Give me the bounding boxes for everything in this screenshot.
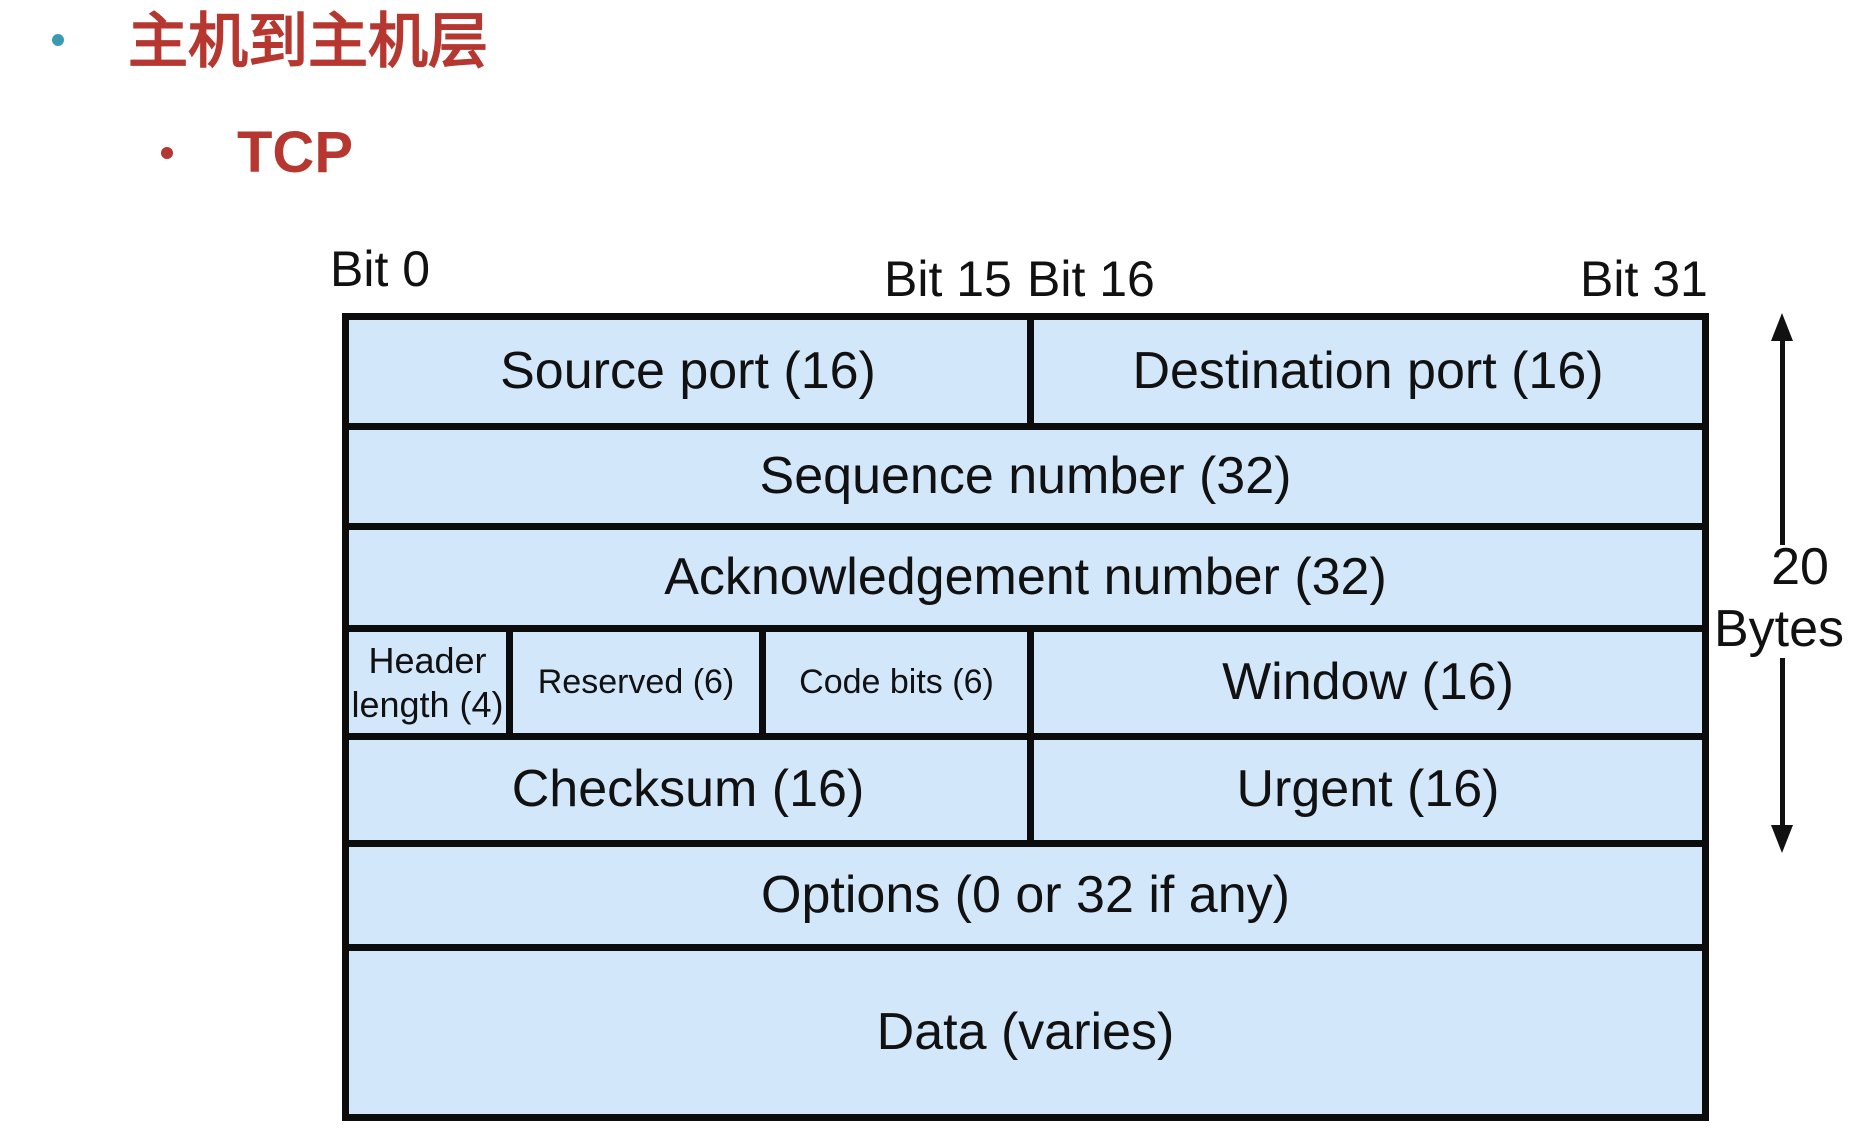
header-size-unit: Bytes [1714,600,1845,658]
source-port-field: Source port (16) [349,320,1027,423]
header-size-indicator: 20 Bytes [1710,313,1859,853]
arrow-line-top [1780,335,1785,545]
bit-0-label: Bit 0 [330,241,431,297]
options-field: Options (0 or 32 if any) [349,847,1702,944]
destination-port-field: Destination port (16) [1034,320,1702,423]
sequence-number-field: Sequence number (32) [349,430,1702,523]
data-field: Data (varies) [349,951,1702,1114]
reserved-label: Reserved (6) [537,662,735,701]
acknowledgement-number-field: Acknowledgement number (32) [349,530,1702,625]
bit-15-label: Bit 15 [884,251,1012,307]
source-port-label: Source port (16) [500,341,876,400]
header-length-field: Header length (4) [349,632,506,733]
urgent-label: Urgent (16) [1236,760,1500,819]
code-bits-label: Code bits (6) [799,662,994,701]
destination-port-label: Destination port (16) [1132,341,1604,400]
heading-tcp: TCP [237,120,353,185]
reserved-field: Reserved (6) [513,632,759,733]
checksum-label: Checksum (16) [511,760,865,819]
window-field: Window (16) [1034,632,1702,733]
window-label: Window (16) [1222,652,1514,711]
checksum-field: Checksum (16) [349,740,1027,840]
arrow-line-bottom [1780,658,1785,828]
bit-31-label: Bit 31 [1580,251,1708,307]
code-bits-field: Code bits (6) [766,632,1027,733]
tcp-header-diagram: Source port (16) Destination port (16) S… [342,313,1709,1121]
sequence-number-label: Sequence number (32) [759,446,1292,505]
options-label: Options (0 or 32 if any) [761,865,1290,924]
header-length-label-line1: Header [368,640,487,682]
arrow-down-icon [1771,825,1793,853]
bullet-level2 [161,147,173,159]
bullet-level1 [52,34,64,46]
arrow-up-icon [1771,313,1793,341]
acknowledgement-number-label: Acknowledgement number (32) [664,547,1387,606]
bit-16-label: Bit 16 [1027,251,1155,307]
data-label: Data (varies) [876,1002,1175,1061]
header-size-value: 20 [1771,538,1829,596]
heading-host-to-host-layer: 主机到主机层 [128,7,488,77]
header-length-label-line2: length (4) [351,683,504,725]
urgent-field: Urgent (16) [1034,740,1702,840]
